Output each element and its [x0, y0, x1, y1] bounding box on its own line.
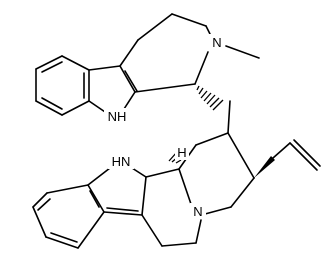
hn-lower-label: HN [112, 154, 131, 169]
lower-c-ring [141, 151, 202, 247]
lower-quinolizidine-ring [178, 132, 321, 215]
lower-benzene-ring [32, 184, 105, 249]
nitrogen-bridgehead-label: N [193, 204, 202, 219]
upper-pyrrole-ring [88, 65, 138, 115]
nh-upper-label: NH [108, 109, 127, 124]
lower-pyrrole-ring [87, 167, 147, 216]
atom-labels: N NH HN H N [104, 34, 225, 219]
methylene-linker [196, 85, 231, 134]
upper-benzene-ring [35, 55, 90, 116]
nitrogen-methyl-label: N [212, 35, 221, 50]
stereo-h-label: H [177, 145, 186, 160]
upper-piperidine-ring [119, 13, 260, 93]
